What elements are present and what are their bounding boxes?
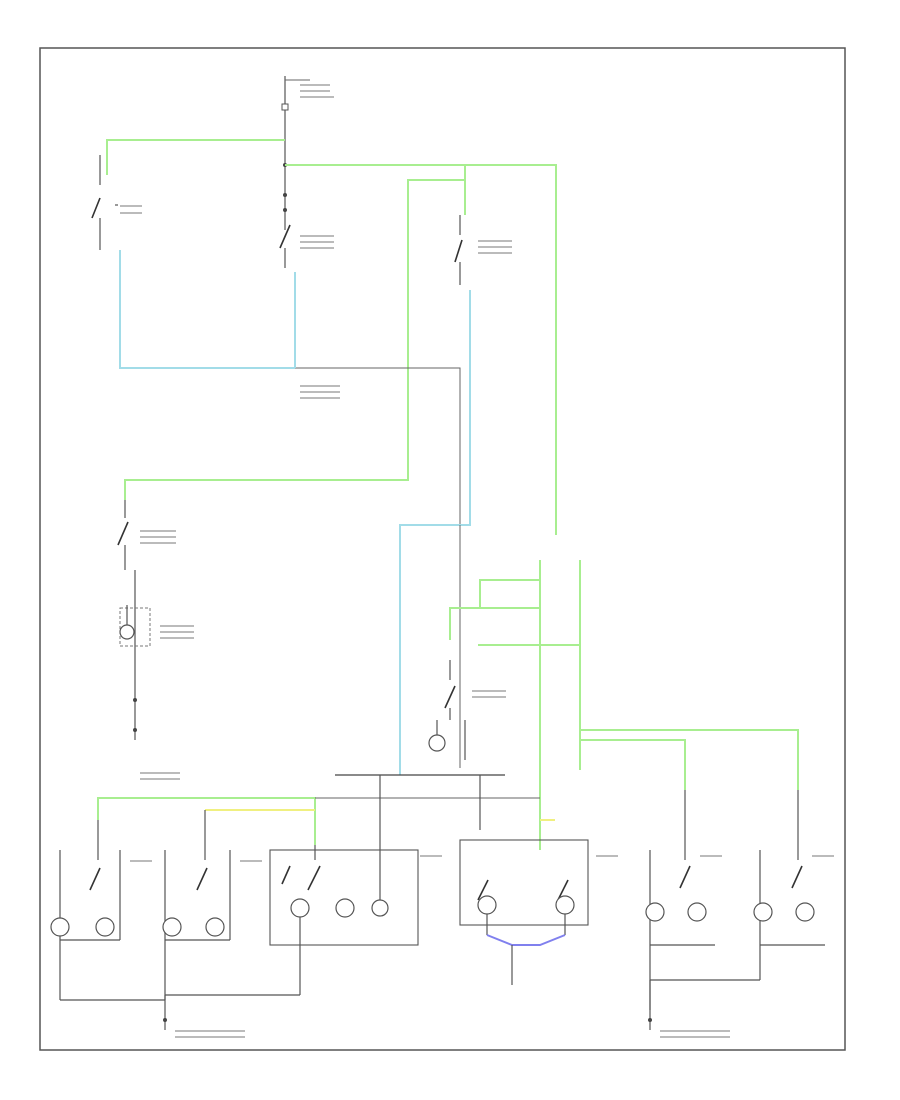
- diagram-frame: [39, 47, 846, 1051]
- feed-wire: [478, 644, 581, 770]
- lamp-bulb: [162, 917, 182, 937]
- ground-point: [133, 728, 137, 732]
- illegible-labels: [120, 84, 834, 1038]
- feed-wire: [106, 139, 285, 175]
- rear-reading-lamps: [459, 775, 589, 935]
- ground-point: [163, 1018, 167, 1022]
- ground-wire: [399, 290, 471, 775]
- map-light-bulb: [428, 734, 446, 752]
- lamp-bulb: [290, 898, 310, 918]
- lamp-bulb: [555, 895, 575, 915]
- lamp-bulb: [687, 902, 707, 922]
- signal-wire: [295, 367, 461, 525]
- feed-wire: [97, 797, 316, 845]
- right-rear-courtesy-lamp: [753, 790, 825, 980]
- right-front-courtesy-lamp: [162, 810, 231, 1000]
- feed-wire: [579, 720, 799, 790]
- right-door-switch: [454, 215, 463, 285]
- lamp-bulb: [645, 902, 665, 922]
- lamp-bulb: [753, 902, 773, 922]
- dome-lamp-housing: [269, 849, 419, 946]
- fuse-connector: [281, 103, 289, 111]
- left-front-courtesy-lamp: [50, 820, 121, 1000]
- luggage-lamp-box: [119, 607, 151, 647]
- rear-lamp-housing: [459, 839, 589, 926]
- center-switch: [279, 224, 291, 268]
- luggage-compartment-switch: [117, 500, 129, 570]
- ground-wire: [119, 250, 295, 369]
- ground-point: [648, 1018, 652, 1022]
- lamp-bulb: [795, 902, 815, 922]
- door-jamb-switch: [91, 155, 118, 250]
- left-rear-courtesy-lamp: [645, 790, 715, 1010]
- fuse-feed-group: [281, 76, 310, 230]
- lamp-bulb: [205, 917, 225, 937]
- luggage-lamp-bulb: [119, 624, 135, 640]
- feed-wire: [285, 164, 557, 535]
- splice-dot: [283, 193, 287, 197]
- feed-wire: [124, 165, 466, 500]
- lamp-bulb: [477, 895, 497, 915]
- lamp-bulb: [371, 899, 389, 917]
- lamp-bulb: [50, 917, 70, 937]
- map-light-switch: [428, 660, 466, 760]
- splice-dot: [283, 208, 287, 212]
- feed-wire: [580, 739, 686, 790]
- ground-wire-violet: [486, 934, 566, 946]
- dome-lamp: [269, 775, 419, 995]
- feed-wire: [449, 560, 541, 640]
- lamp-bulb: [335, 898, 355, 918]
- ground-point: [133, 698, 137, 702]
- lamp-bulb: [95, 917, 115, 937]
